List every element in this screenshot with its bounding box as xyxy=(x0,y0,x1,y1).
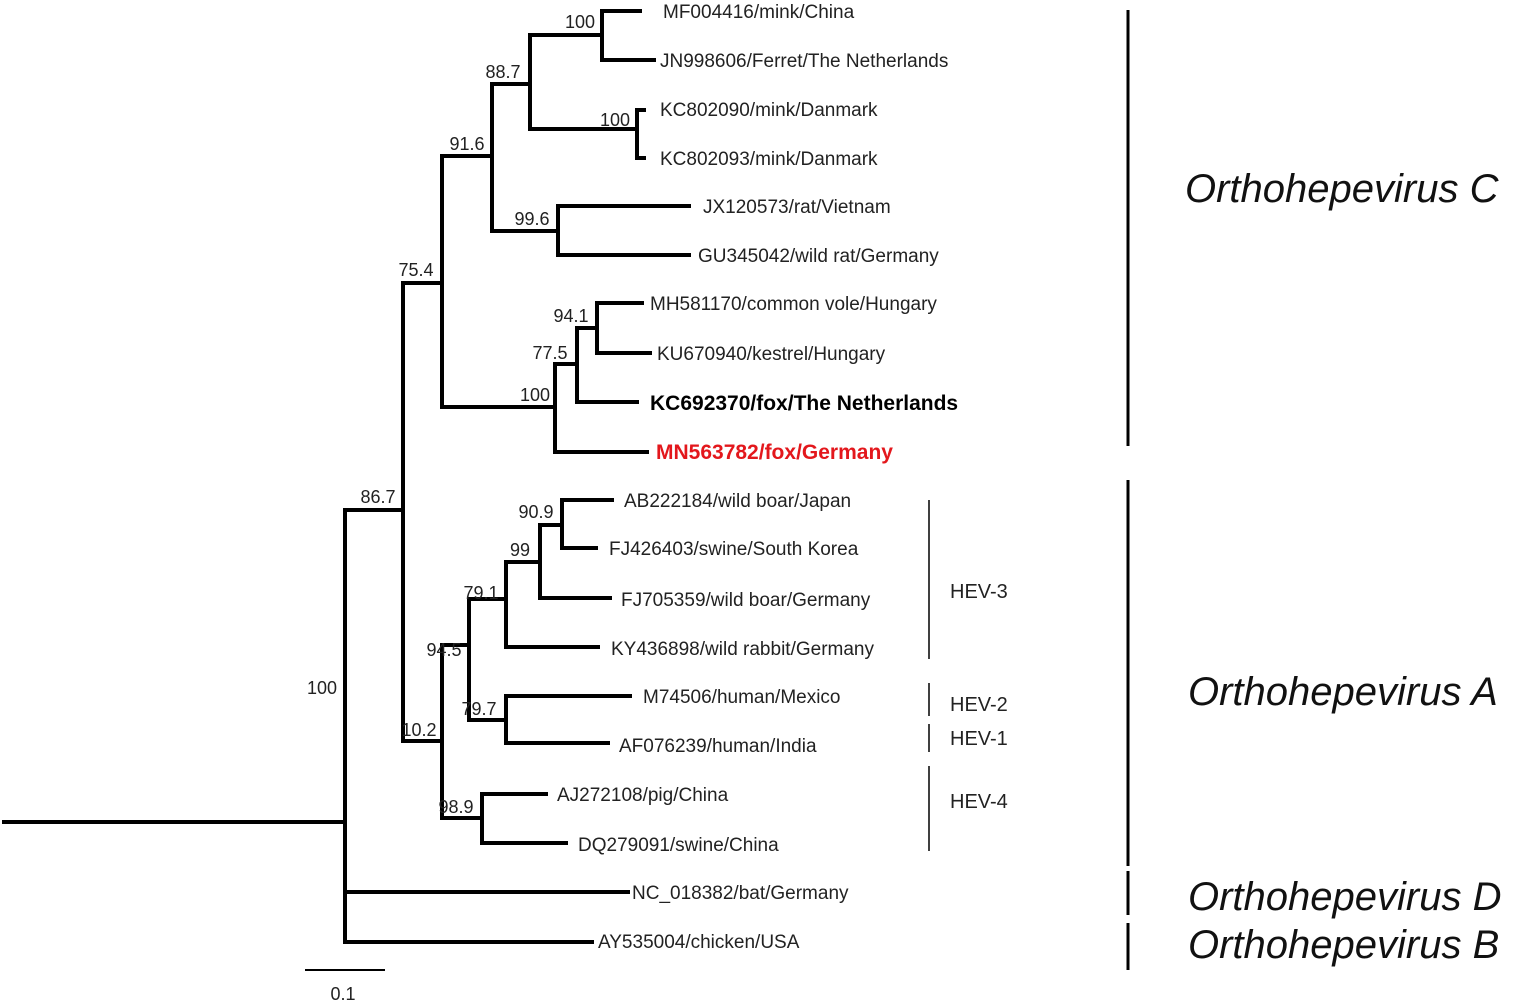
clade-label: Orthohepevirus A xyxy=(1188,670,1498,714)
tree-branches xyxy=(2,9,691,944)
taxon-label: MF004416/mink/China xyxy=(663,2,855,23)
bootstrap-label: 98.9 xyxy=(438,797,473,817)
clade-label: Orthohepevirus D xyxy=(1188,875,1501,919)
bootstrap-label: 99.6 xyxy=(514,209,549,229)
taxon-label: KC802093/mink/Danmark xyxy=(660,149,878,170)
species-brackets: Orthohepevirus C Orthohepevirus A Orthoh… xyxy=(1126,10,1501,970)
bootstrap-label: 88.7 xyxy=(485,62,520,82)
bootstrap-label: 99 xyxy=(510,540,530,560)
taxon-label: AJ272108/pig/China xyxy=(557,785,729,806)
scale-bar-label: 0.1 xyxy=(330,984,355,1004)
bootstrap-label: 100 xyxy=(600,110,630,130)
bootstrap-label: 100 xyxy=(565,12,595,32)
bootstrap-label: 86.7 xyxy=(360,487,395,507)
taxon-label: GU345042/wild rat/Germany xyxy=(698,246,939,267)
genotype-label: HEV-4 xyxy=(950,791,1008,813)
genotype-label: HEV-1 xyxy=(950,728,1008,750)
bootstrap-label: 75.4 xyxy=(398,260,433,280)
bootstrap-label: 94.1 xyxy=(553,306,588,326)
taxon-label: JX120573/rat/Vietnam xyxy=(703,197,891,218)
taxon-label: AB222184/wild boar/Japan xyxy=(624,491,851,512)
taxon-label: AY535004/chicken/USA xyxy=(598,932,800,953)
genotype-brackets: HEV-3 HEV-2 HEV-1 HEV-4 xyxy=(928,500,1008,851)
taxon-label: KU670940/kestrel/Hungary xyxy=(657,344,886,365)
taxon-label-highlighted: MN563782/fox/Germany xyxy=(656,441,893,464)
taxon-label: KY436898/wild rabbit/Germany xyxy=(611,639,874,660)
bootstrap-label: 91.6 xyxy=(449,134,484,154)
bootstrap-label: 79.7 xyxy=(461,699,496,719)
taxon-label: M74506/human/Mexico xyxy=(643,687,841,708)
taxon-label: JN998606/Ferret/The Netherlands xyxy=(660,51,948,72)
taxon-label: AF076239/human/India xyxy=(619,736,817,757)
taxon-label: KC802090/mink/Danmark xyxy=(660,100,878,121)
bootstrap-label: 77.5 xyxy=(532,343,567,363)
taxon-label: NC_018382/bat/Germany xyxy=(632,883,849,904)
bootstrap-values: 100 86.7 75.4 91.6 88.7 100 100 99.6 100… xyxy=(307,12,630,817)
tip-labels: MF004416/mink/China JN998606/Ferret/The … xyxy=(557,2,958,953)
clade-label: Orthohepevirus C xyxy=(1185,167,1500,211)
bootstrap-label: 10.2 xyxy=(401,720,436,740)
bootstrap-label: 100 xyxy=(307,678,337,698)
taxon-label-bold: KC692370/fox/The Netherlands xyxy=(650,392,958,415)
taxon-label: FJ426403/swine/South Korea xyxy=(609,539,859,560)
taxon-label: FJ705359/wild boar/Germany xyxy=(621,590,871,611)
bootstrap-label: 100 xyxy=(520,385,550,405)
taxon-label: DQ279091/swine/China xyxy=(578,835,779,856)
bootstrap-label: 94.5 xyxy=(426,640,461,660)
bootstrap-label: 79.1 xyxy=(463,583,498,603)
genotype-label: HEV-2 xyxy=(950,694,1008,716)
scale-bar: 0.1 xyxy=(305,969,385,1004)
bootstrap-label: 90.9 xyxy=(518,502,553,522)
taxon-label: MH581170/common vole/Hungary xyxy=(650,294,937,315)
genotype-label: HEV-3 xyxy=(950,581,1008,603)
clade-label: Orthohepevirus B xyxy=(1188,923,1499,967)
